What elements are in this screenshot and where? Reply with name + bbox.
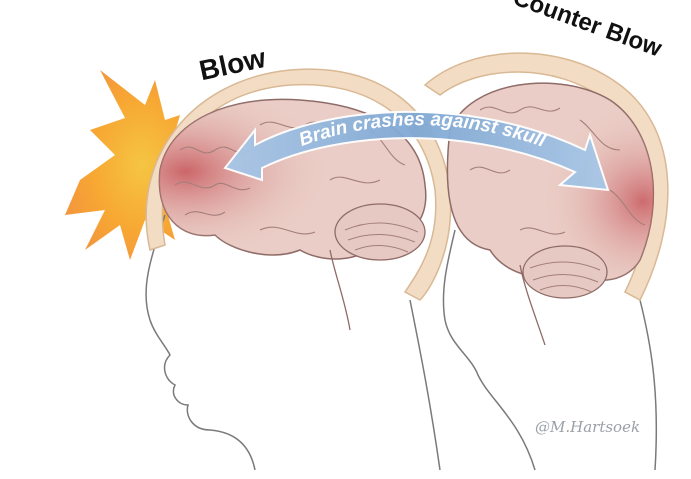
left-face-outline (146, 215, 255, 470)
left-brainstem (330, 250, 350, 330)
right-cerebellum (523, 246, 607, 298)
left-neck-outline (410, 300, 440, 470)
artist-signature: @M.Hartsoek (535, 418, 640, 436)
left-cerebellum (335, 204, 425, 260)
right-neck-outline (640, 300, 656, 470)
